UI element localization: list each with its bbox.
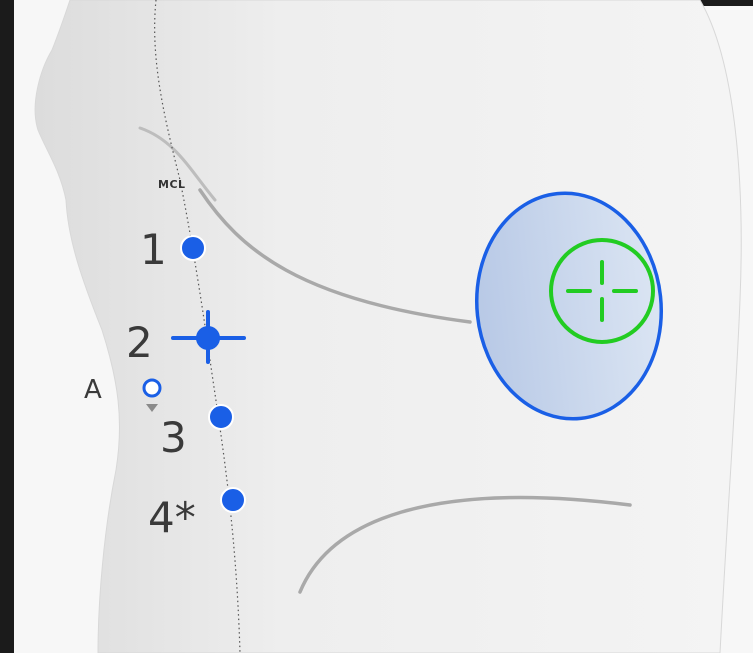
- hollow-ring-icon[interactable]: [144, 380, 160, 396]
- point-2-label: 2: [126, 318, 153, 367]
- point-1-label: 1: [140, 225, 167, 274]
- point-4-label: 4*: [148, 493, 196, 542]
- point-1-dot[interactable]: [181, 236, 205, 260]
- point-3-label: 3: [160, 413, 187, 462]
- point-3-dot[interactable]: [209, 405, 233, 429]
- mcl-label: MCL: [158, 178, 186, 191]
- point-a-label: A: [84, 375, 102, 405]
- point-4-dot[interactable]: [221, 488, 245, 512]
